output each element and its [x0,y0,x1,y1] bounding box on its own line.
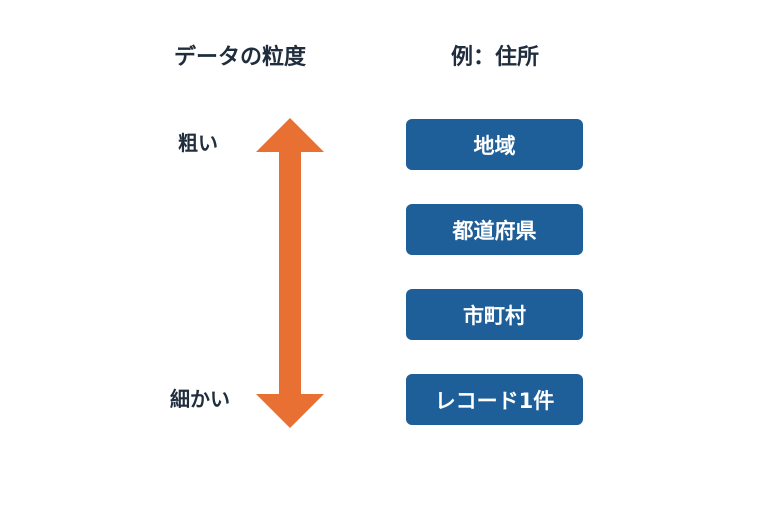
fine-label: 細かい [170,387,230,411]
example-box-prefecture: 都道府県 [406,204,583,255]
double-headed-arrow-icon [256,118,324,428]
example-box-region: 地域 [406,119,583,170]
example-box-municipality: 市町村 [406,289,583,340]
granularity-heading: データの粒度 [173,45,306,70]
coarse-label: 粗い [178,131,218,155]
example-heading: 例：住所 [450,45,539,70]
example-box-single-record: レコード1件 [406,374,583,425]
